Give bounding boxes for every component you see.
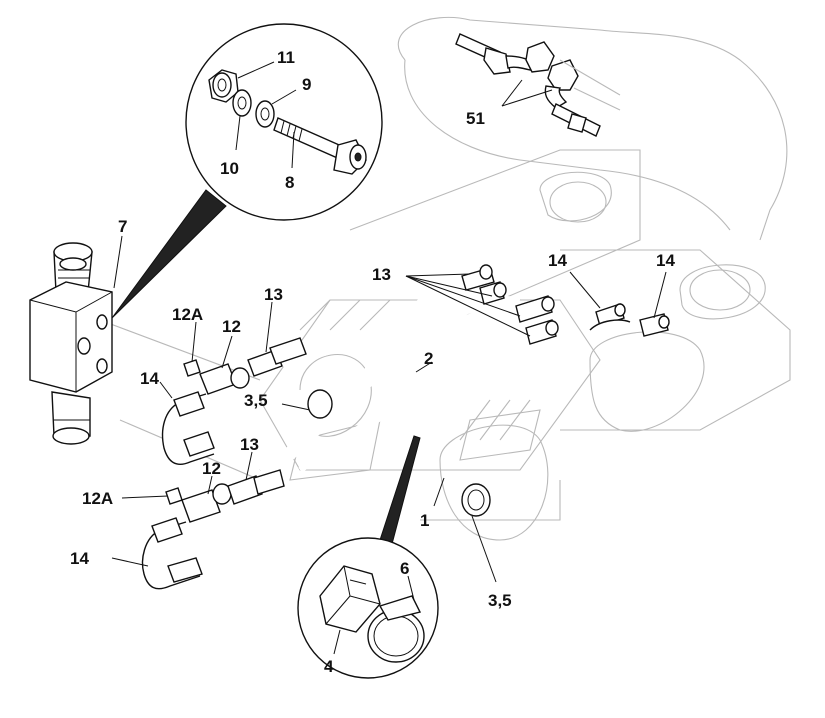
hoses-2: 2 — [230, 265, 541, 501]
label-11: 11 — [277, 48, 295, 67]
label-12A-upper: 12A — [172, 305, 203, 324]
washer-10-icon — [232, 89, 252, 117]
bolt-8-icon — [273, 117, 367, 175]
label-12-upper: 12 — [222, 317, 241, 336]
label-14-upper-right: 14 — [656, 251, 675, 270]
clamp-block-4-icon — [319, 565, 381, 633]
hose-loop-14-lower: 14 — [70, 517, 203, 590]
detail-clamp-kit: 6 4 — [297, 435, 439, 679]
connector-upper: 12A 12 13 — [172, 285, 307, 395]
label-3-5-right: 3,5 — [488, 591, 512, 610]
hose-clamp-6-icon — [367, 595, 425, 663]
label-14-upper-left: 14 — [548, 251, 567, 270]
fittings-upper-13-14: 13 14 14 — [372, 251, 675, 345]
cylinder-pin: 1 3,5 — [420, 477, 512, 610]
label-10: 10 — [220, 159, 239, 178]
label-8: 8 — [285, 173, 294, 192]
label-6: 6 — [400, 559, 409, 578]
label-1: 1 — [420, 511, 429, 530]
label-51: 51 — [466, 109, 485, 128]
label-14-left-lower: 14 — [70, 549, 89, 568]
detail-bolt-kit: 11 9 10 8 — [111, 23, 383, 319]
label-4: 4 — [324, 657, 334, 676]
hose-loop-14-upper: 14 3,5 — [140, 369, 333, 466]
label-13-upper: 13 — [372, 265, 391, 284]
label-14-left-upper: 14 — [140, 369, 159, 388]
label-7: 7 — [118, 217, 127, 236]
label-2: 2 — [424, 349, 433, 368]
label-12A-lower: 12A — [82, 489, 113, 508]
washer-9-icon — [255, 100, 275, 128]
label-13-middle: 13 — [264, 285, 283, 304]
label-9: 9 — [302, 75, 311, 94]
label-13-lower: 13 — [240, 435, 259, 454]
label-12-lower: 12 — [202, 459, 221, 478]
connector-lower: 12A 12 13 — [82, 435, 285, 523]
valve-block-7: 7 — [29, 217, 127, 445]
label-3-5-left: 3,5 — [244, 391, 268, 410]
hose-fittings-51: 51 — [455, 33, 621, 137]
